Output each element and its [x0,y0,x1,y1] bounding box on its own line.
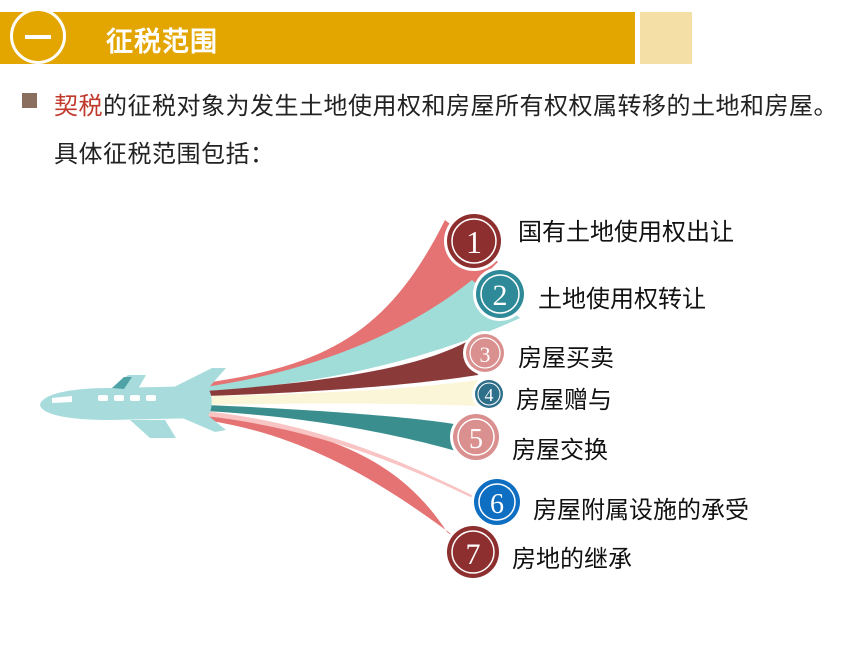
airplane-tail-detail [112,377,132,389]
section-title: 征税范围 [106,27,218,58]
item-circle-5: 5 [450,411,502,463]
intro-text: 的征税对象为发生土地使用权和房屋所有权权属转移的土地和房屋。具体征税范围包括： [54,92,838,168]
header-accent-block [640,12,692,64]
item-label-5: 房屋交换 [512,436,608,464]
item-number-6: 6 [490,489,504,520]
item-label-1: 国有土地使用权出让 [518,218,734,246]
item-number-4: 4 [485,385,494,405]
airplane-icon [40,368,226,438]
item-circle-2: 2 [473,267,527,321]
item-number-1: 1 [466,224,482,260]
item-number-5: 5 [469,424,483,455]
item-circle-3: 3 [463,331,507,375]
item-number-3: 3 [480,342,491,367]
ribbon-2 [205,280,520,391]
item-label-2: 土地使用权转让 [538,285,706,313]
bullet-square [22,93,37,108]
item-circle-4: 4 [472,377,506,411]
item-label-3: 房屋买卖 [518,344,614,372]
section-number-circle [10,8,66,64]
item-circle-6: 6 [471,476,523,528]
item-label-6: 房屋附属设施的承受 [533,496,749,524]
ribbon-1 [205,220,498,388]
ribbon-5 [205,405,470,455]
ribbon-4 [205,380,478,406]
header-bar [0,12,635,64]
ribbon-3 [205,340,478,396]
item-circle-7: 7 [444,523,502,581]
item-circle-1: 1 [444,211,504,271]
item-label-4: 房屋赠与 [516,386,612,414]
item-number-2: 2 [493,279,508,312]
item-label-7: 房地的继承 [512,545,632,573]
highlight-term: 契税 [54,92,103,120]
item-number-7: 7 [466,538,481,571]
intro-paragraph: 契税的征税对象为发生土地使用权和房屋所有权权属转移的土地和房屋。具体征税范围包括… [54,82,844,178]
